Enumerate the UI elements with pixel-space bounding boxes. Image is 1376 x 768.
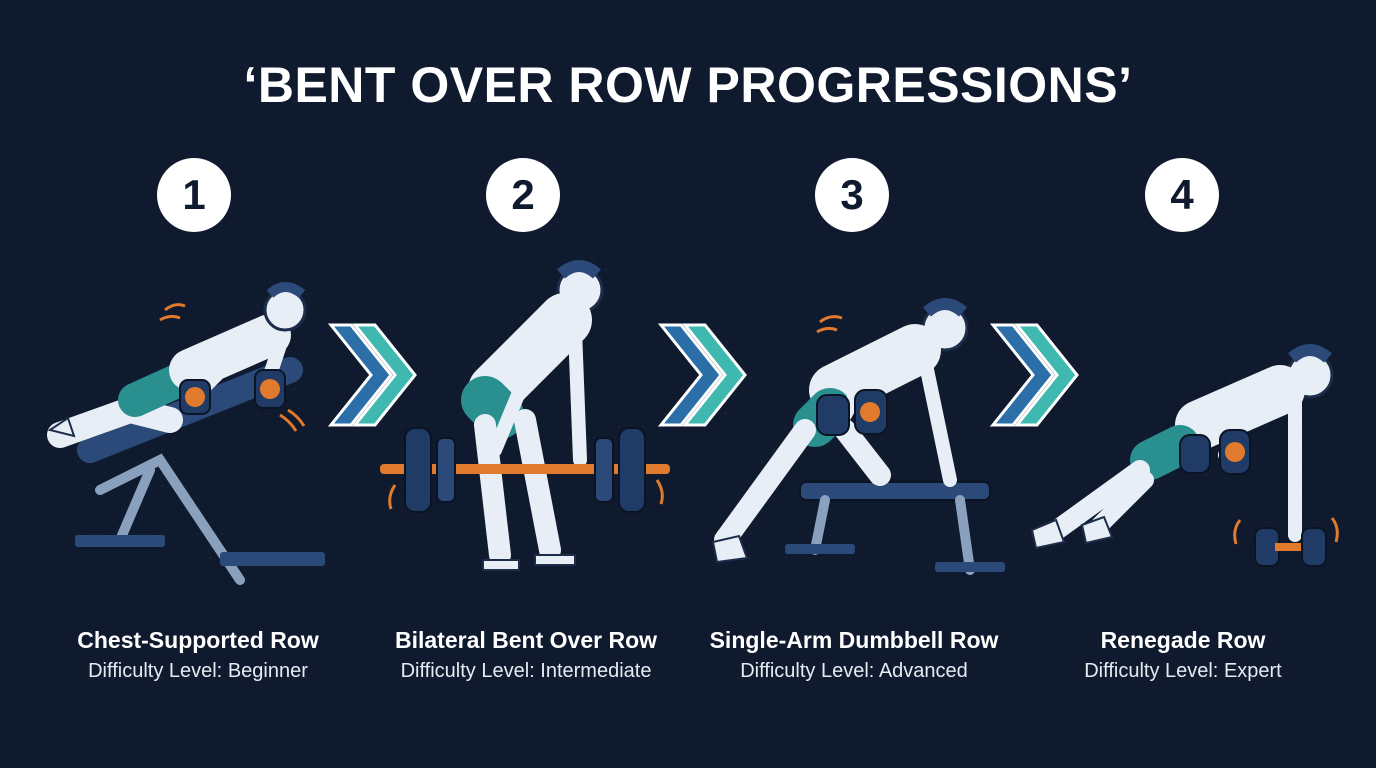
page-title: ‘BENT OVER ROW PROGRESSIONS’ bbox=[243, 57, 1133, 113]
barbell-icon bbox=[380, 427, 670, 513]
step-4-badge: 4 bbox=[1145, 158, 1219, 232]
athlete-figure-icon bbox=[461, 260, 604, 571]
motion-lines-icon bbox=[1233, 517, 1339, 545]
flat-bench-icon bbox=[785, 481, 1005, 575]
athlete-figure-icon bbox=[1030, 344, 1334, 550]
double-chevron-right-icon bbox=[989, 323, 1079, 427]
dumbbell-icon bbox=[179, 369, 286, 415]
step-2-name: Bilateral Bent Over Row bbox=[394, 627, 658, 653]
step-4-name: Renegade Row bbox=[1100, 627, 1266, 653]
single-arm-dumbbell-row-illustration bbox=[711, 298, 1005, 575]
motion-lines-icon bbox=[159, 303, 186, 322]
step-1-difficulty: Difficulty Level: Beginner bbox=[88, 660, 308, 682]
bilateral-bent-over-row-illustration bbox=[380, 260, 670, 571]
step-2-difficulty: Difficulty Level: Intermediate bbox=[400, 660, 652, 682]
motion-lines-icon bbox=[388, 479, 664, 510]
step-3-difficulty: Difficulty Level: Advanced bbox=[740, 660, 968, 682]
double-chevron-right-icon bbox=[657, 323, 747, 427]
step-3-badge: 3 bbox=[815, 158, 889, 232]
step-1-name: Chest-Supported Row bbox=[77, 627, 319, 653]
step-2-badge: 2 bbox=[486, 158, 560, 232]
step-1-badge: 1 bbox=[157, 158, 231, 232]
motion-lines-icon bbox=[816, 315, 843, 334]
athlete-figure-icon bbox=[47, 282, 307, 448]
renegade-row-illustration bbox=[1030, 344, 1339, 567]
dumbbell-icon bbox=[816, 389, 888, 436]
chest-supported-row-illustration bbox=[47, 282, 325, 585]
dumbbell-icon bbox=[1179, 429, 1327, 567]
step-4-difficulty: Difficulty Level: Expert bbox=[1084, 660, 1282, 682]
double-chevron-right-icon bbox=[327, 323, 417, 427]
step-3-name: Single-Arm Dumbbell Row bbox=[709, 627, 999, 653]
